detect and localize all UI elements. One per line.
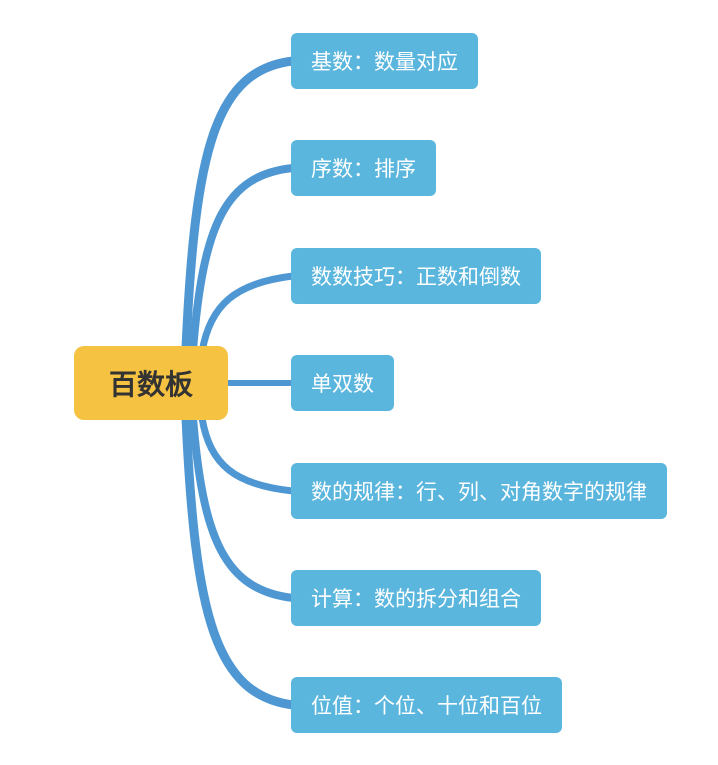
branch-node-odd-even[interactable]: 单双数 xyxy=(291,355,394,411)
branch-node-label: 位值：个位、十位和百位 xyxy=(311,694,542,718)
root-node-label: 百数板 xyxy=(108,368,193,401)
branch-node-label: 计算：数的拆分和组合 xyxy=(311,587,521,611)
connector-branch-2 xyxy=(189,164,297,354)
branch-node-number-patterns[interactable]: 数的规律：行、列、对角数字的规律 xyxy=(291,463,667,519)
root-node[interactable]: 百数板 xyxy=(74,346,228,420)
branch-node-label: 数数技巧：正数和倒数 xyxy=(311,265,521,289)
branch-node-label: 序数：排序 xyxy=(311,157,416,181)
branch-node-label: 基数：数量对应 xyxy=(311,50,458,74)
branch-node-label: 数的规律：行、列、对角数字的规律 xyxy=(311,480,647,504)
branch-node-cardinal-number[interactable]: 基数：数量对应 xyxy=(291,33,478,89)
connector-branch-6 xyxy=(189,414,297,602)
branch-node-label: 单双数 xyxy=(311,372,374,396)
connector-branch-7 xyxy=(181,413,298,710)
branch-node-place-value[interactable]: 位值：个位、十位和百位 xyxy=(291,677,562,733)
branch-node-ordinal-number[interactable]: 序数：排序 xyxy=(291,140,436,196)
branch-node-calculation[interactable]: 计算：数的拆分和组合 xyxy=(291,570,541,626)
connector-branch-3 xyxy=(198,272,297,356)
connector-branch-1 xyxy=(181,56,298,353)
connector-branch-5 xyxy=(198,414,297,495)
branch-node-counting-skills[interactable]: 数数技巧：正数和倒数 xyxy=(291,248,541,304)
